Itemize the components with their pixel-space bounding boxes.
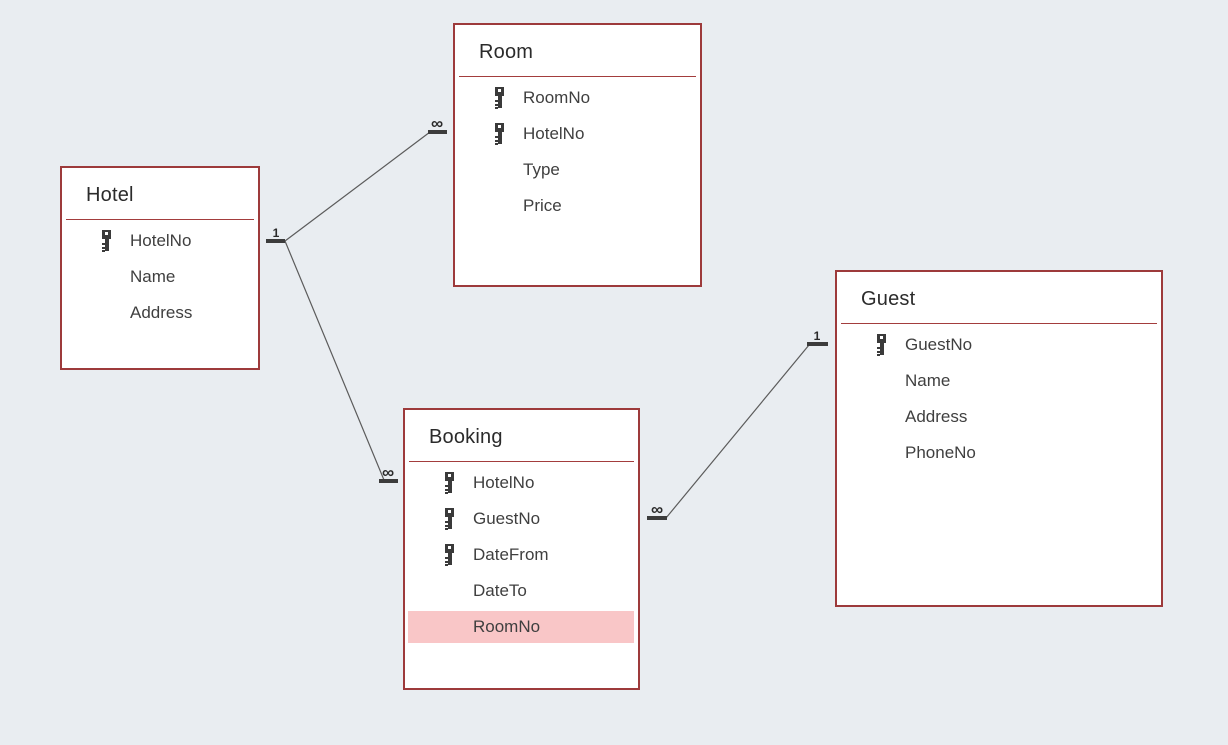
- field-label: DateTo: [473, 581, 527, 600]
- key-slot-empty: [100, 302, 113, 325]
- field-label: HotelNo: [130, 231, 192, 250]
- field-row-hotel-name[interactable]: Name: [62, 259, 258, 295]
- field-label: HotelNo: [523, 124, 585, 143]
- cardinality-tick-hotel: [266, 239, 285, 243]
- field-row-guest-phoneno[interactable]: PhoneNo: [837, 435, 1161, 471]
- field-label: Name: [905, 371, 951, 390]
- field-row-booking-dateto[interactable]: DateTo: [405, 573, 638, 609]
- table-room-title[interactable]: Room: [479, 41, 534, 63]
- primary-key-icon: [493, 86, 506, 110]
- cardinality-label-room-many: ∞: [431, 114, 443, 133]
- primary-key-icon: [443, 507, 456, 531]
- field-label: GuestNo: [905, 335, 973, 354]
- cardinality-label-booking-guest-many: ∞: [651, 500, 663, 519]
- table-guest-title[interactable]: Guest: [861, 288, 916, 310]
- field-row-room-hotelno[interactable]: HotelNo: [455, 116, 700, 152]
- key-slot-empty: [875, 370, 888, 393]
- title-separator: [841, 323, 1157, 324]
- field-label: HotelNo: [473, 473, 535, 492]
- field-label: GuestNo: [473, 509, 541, 528]
- cardinality-tick-guest: [807, 342, 828, 346]
- key-slot-empty: [443, 580, 456, 603]
- cardinality-label-booking-hotel-many: ∞: [382, 463, 394, 482]
- table-booking-fields: HotelNo GuestNo DateFrom DateTo RoomNo: [405, 462, 638, 645]
- field-label: Type: [523, 160, 560, 179]
- field-row-guest-address[interactable]: Address: [837, 399, 1161, 435]
- field-label: Address: [130, 303, 193, 322]
- title-separator: [409, 461, 634, 462]
- relationship-line-hotel-room[interactable]: [284, 131, 431, 242]
- field-label: Address: [905, 407, 968, 426]
- field-row-room-type[interactable]: Type: [455, 152, 700, 188]
- field-label: DateFrom: [473, 545, 549, 564]
- table-guest[interactable]: Guest GuestNo Name Address PhoneNo: [835, 270, 1163, 607]
- cardinality-tick-booking-right: [647, 516, 667, 520]
- relationship-line-hotel-booking[interactable]: [284, 240, 385, 481]
- cardinality-label-hotel-one: 1: [273, 226, 280, 240]
- field-row-booking-guestno[interactable]: GuestNo: [405, 501, 638, 537]
- cardinality-tick-room: [428, 130, 447, 134]
- table-booking[interactable]: Booking HotelNo GuestNo DateFrom DateTo …: [403, 408, 640, 690]
- field-label: RoomNo: [523, 88, 591, 107]
- field-row-room-roomno[interactable]: RoomNo: [455, 80, 700, 116]
- table-room[interactable]: Room RoomNo HotelNo Type Price: [453, 23, 702, 287]
- primary-key-icon: [443, 543, 456, 567]
- cardinality-label-guest-one: 1: [814, 329, 821, 343]
- title-separator: [459, 76, 696, 77]
- table-hotel-fields: HotelNo Name Address: [62, 220, 258, 331]
- field-row-guest-guestno[interactable]: GuestNo: [837, 327, 1161, 363]
- key-slot-empty: [875, 442, 888, 465]
- table-guest-fields: GuestNo Name Address PhoneNo: [837, 324, 1161, 471]
- key-slot-empty: [875, 406, 888, 429]
- field-label: Price: [523, 196, 562, 215]
- field-row-room-price[interactable]: Price: [455, 188, 700, 224]
- key-slot-empty: [493, 195, 506, 218]
- primary-key-icon: [100, 229, 113, 253]
- table-hotel-title[interactable]: Hotel: [86, 184, 134, 206]
- title-separator: [66, 219, 254, 220]
- field-row-booking-roomno-highlighted[interactable]: RoomNo: [405, 609, 638, 645]
- field-row-hotel-address[interactable]: Address: [62, 295, 258, 331]
- key-slot-empty: [443, 616, 456, 639]
- primary-key-icon: [493, 122, 506, 146]
- field-row-hotel-hotelno[interactable]: HotelNo: [62, 223, 258, 259]
- primary-key-icon: [875, 333, 888, 357]
- table-hotel[interactable]: Hotel HotelNo Name Address: [60, 166, 260, 370]
- key-slot-empty: [493, 159, 506, 182]
- field-label: Name: [130, 267, 176, 286]
- key-slot-empty: [100, 266, 113, 289]
- primary-key-icon: [443, 471, 456, 495]
- field-row-guest-name[interactable]: Name: [837, 363, 1161, 399]
- field-row-booking-datefrom[interactable]: DateFrom: [405, 537, 638, 573]
- field-label: RoomNo: [473, 617, 541, 636]
- relationship-line-guest-booking[interactable]: [665, 344, 810, 519]
- table-room-fields: RoomNo HotelNo Type Price: [455, 77, 700, 224]
- table-booking-title[interactable]: Booking: [429, 426, 503, 448]
- field-label: PhoneNo: [905, 443, 976, 462]
- cardinality-tick-booking-left: [379, 479, 398, 483]
- field-row-booking-hotelno[interactable]: HotelNo: [405, 465, 638, 501]
